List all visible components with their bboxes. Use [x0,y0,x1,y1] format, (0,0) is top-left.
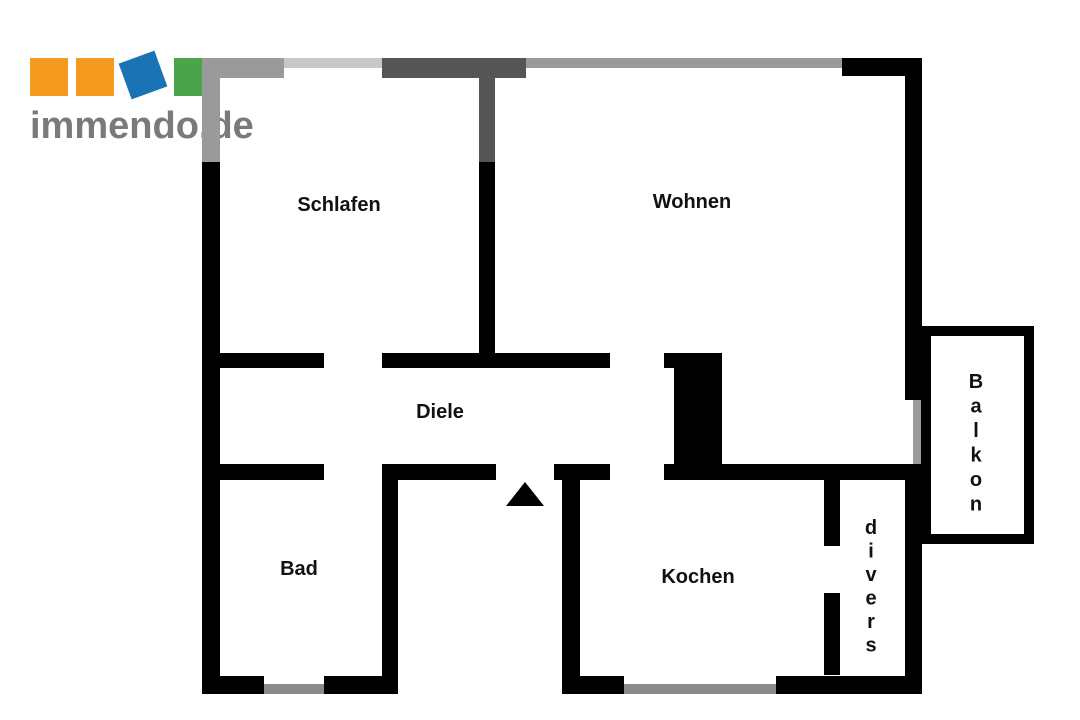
window-wohnen-top [526,58,842,68]
window-schlafen-top [284,58,384,68]
wall-diele-top-left [202,353,324,368]
wall-diele-bottom-left [202,464,324,480]
wall-partition-schlafen-wohnen [479,162,495,356]
balkon-label-letter: a [970,396,982,418]
wall-bottom-bad-right [324,676,398,694]
window-balkon-door [913,398,921,464]
room-label-schlafen: Schlafen [297,194,380,216]
wall-top-right-corner [842,58,922,76]
wall-chimney [674,353,722,475]
wall-right-upper [905,58,922,400]
balkon-label-letter: l [973,420,979,442]
window-schlafen-left [202,58,220,162]
divers-label-letter: s [865,635,876,657]
balkon-label-letter: o [970,469,982,491]
wall-bottom-right [776,676,922,694]
room-label-kochen: Kochen [661,566,734,588]
window-bad-bottom [262,684,326,694]
divers-label-letter: r [867,611,875,633]
wall-diele-top-mid [382,353,610,368]
logo-text: immendo.de [30,105,254,147]
divers-label-letter: e [865,588,876,610]
wall-right-lower [905,464,922,694]
wall-diele-bottom-mid [382,464,496,480]
wall-bottom-left [202,676,264,694]
window-kochen-bottom [622,684,776,694]
windows [202,58,921,694]
wall-diele-bottom-right2 [664,464,922,480]
balkon-label-letter: B [969,371,983,393]
walls [202,58,922,694]
balkon-label-letter: n [970,494,982,516]
logo-square-2 [76,58,114,96]
divers-label-letter: d [865,517,877,539]
wall-left [202,162,220,694]
logo-square-3 [118,50,168,100]
window-partition-top [479,58,495,162]
wall-bad-right [382,464,398,694]
entrance-arrow-icon [506,482,544,506]
balkon-label-letter: k [970,445,982,467]
room-label-wohnen: Wohnen [653,191,732,213]
wall-divers-lower [824,593,840,675]
divers-label-letter: v [865,564,877,586]
wall-divers-upper [824,478,840,546]
window-top-left-corner [202,58,284,78]
room-label-diele: Diele [416,401,464,423]
balkon-outline [921,326,1034,544]
wall-diele-bottom-right1 [554,464,610,480]
wall-kochen-left [562,478,580,694]
wall-bottom-kochen-left [562,676,624,694]
balkon [921,326,1034,544]
logo-square-1 [30,58,68,96]
room-label-bad: Bad [280,558,318,580]
divers-label-letter: i [868,541,874,563]
window-schlafen-top-dark [382,58,526,78]
